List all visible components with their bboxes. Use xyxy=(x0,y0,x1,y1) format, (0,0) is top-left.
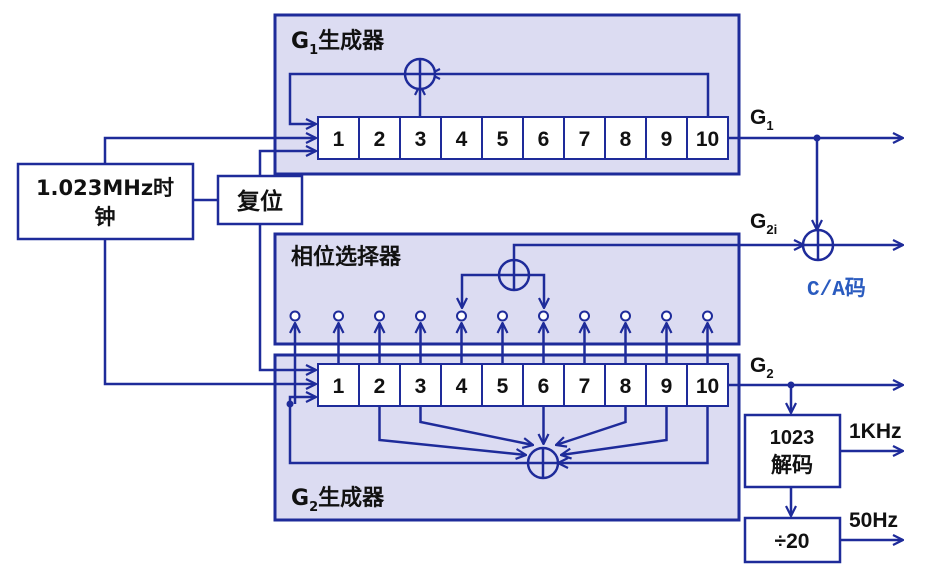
decoder-label-line2: 解码 xyxy=(771,453,813,477)
output-50hz-label: 50Hz xyxy=(849,509,898,532)
decoder-label-line1: 1023 xyxy=(770,427,815,449)
g2-cell-label: 1 xyxy=(333,375,345,398)
g2-signal-label: G2 xyxy=(750,354,774,381)
g2i-signal-label: G2i xyxy=(750,210,777,237)
g1-signal-label: G1 xyxy=(750,106,774,133)
g1-cell-label: 6 xyxy=(538,128,550,151)
g1-cell xyxy=(481,116,524,160)
g1-generator-title: G1生成器 xyxy=(291,29,385,58)
xor-ca-code xyxy=(801,228,835,262)
g1-cell-label: 10 xyxy=(696,128,719,151)
g2-generator-title: G2生成器 xyxy=(291,486,385,515)
g2-cell-label: 10 xyxy=(696,375,719,398)
output-1khz-label: 1KHz xyxy=(849,420,902,443)
xor-g2 xyxy=(526,446,560,480)
g1-shift-register: 1 2 3 4 5 6 7 8 9 10 xyxy=(317,116,729,160)
clock-label-line2: 钟 xyxy=(95,205,116,229)
g2-shift-register: 1 2 3 4 5 6 7 8 9 10 xyxy=(317,363,729,407)
g1-cell-label: 8 xyxy=(620,128,632,151)
ca-code-label: C/A码 xyxy=(807,278,866,302)
g1-cell-label: 3 xyxy=(415,128,427,151)
g2-cell-label: 3 xyxy=(415,375,427,398)
g1-cell-label: 1 xyxy=(333,128,345,151)
phase-selector-title: 相位选择器 xyxy=(291,244,402,270)
clock-box xyxy=(16,162,195,241)
g1-cell-label: 7 xyxy=(579,128,591,151)
g1-cell xyxy=(522,116,565,160)
g1-cell xyxy=(440,116,483,160)
xor-phase-selector xyxy=(497,258,531,292)
g1-cell-label: 9 xyxy=(661,128,673,151)
g1-cell-label: 5 xyxy=(497,128,509,151)
clock-label-line1: 1.023MHz时 xyxy=(36,176,174,200)
divider-box xyxy=(743,516,842,564)
g2-cell xyxy=(440,363,483,407)
g2-cell-label: 8 xyxy=(620,375,632,398)
g2-cell xyxy=(522,363,565,407)
connection-wires xyxy=(103,74,903,540)
g1-cell xyxy=(645,116,688,160)
g2-cell-label: 6 xyxy=(538,375,550,398)
g2-cell-label: 5 xyxy=(497,375,509,398)
g1-cell-label: 4 xyxy=(456,128,468,151)
g2-cell-label: 2 xyxy=(374,375,386,398)
g2-cell-label: 7 xyxy=(579,375,591,398)
g1-cell xyxy=(358,116,401,160)
g1-cell xyxy=(563,116,606,160)
g1-cell xyxy=(686,116,729,160)
xor-g1 xyxy=(403,57,437,91)
g2-cell xyxy=(563,363,606,407)
g1-cell-label: 2 xyxy=(374,128,386,151)
g2-cell-label: 4 xyxy=(456,375,468,398)
g2-cell-label: 9 xyxy=(661,375,673,398)
divider-label: ÷20 xyxy=(775,530,810,553)
reset-label: 复位 xyxy=(236,188,283,215)
